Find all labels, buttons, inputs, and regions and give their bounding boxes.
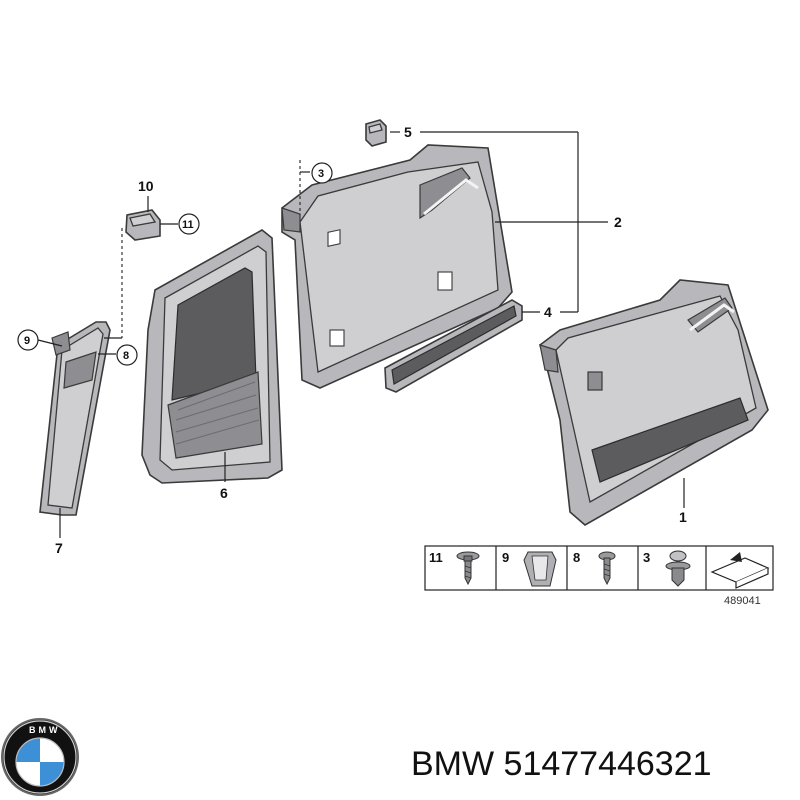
callout-8: 8	[123, 350, 129, 362]
fastener-legend: 11 9 8 3	[424, 545, 774, 607]
bmw-logo-icon: BMW	[1, 718, 79, 796]
callout-9-circle	[17, 329, 39, 351]
diagram-code: 489041	[724, 595, 761, 607]
callout-labels: 5 2 4 6 1 7 10 3 11 9 8	[17, 124, 687, 556]
callout-1: 1	[679, 509, 687, 525]
screw-icon	[598, 551, 616, 586]
leader-lines	[37, 131, 685, 538]
legend-cell-8-num: 8	[573, 550, 580, 565]
part-7-pillar-trim	[39, 321, 111, 516]
screw-washer-icon	[456, 551, 480, 586]
part-10-bracket	[125, 209, 161, 241]
legend-cell-11-num: 11	[429, 550, 443, 565]
panel-corner-icon	[710, 552, 770, 589]
part-5-clip	[365, 119, 387, 147]
callout-11-circle	[178, 213, 200, 235]
callout-3-circle	[311, 162, 333, 184]
clip-nut-icon	[523, 551, 557, 587]
callout-11: 11	[182, 219, 194, 231]
part-6-side-trim-frame	[141, 229, 283, 484]
callout-9: 9	[24, 335, 30, 347]
callout-2: 2	[614, 214, 622, 230]
legend-cell-9-num: 9	[502, 550, 509, 565]
callout-3: 3	[318, 168, 324, 180]
part-number-label: BMW 51477446321	[411, 745, 712, 783]
part-1-luggage-trim	[539, 279, 769, 526]
callout-4: 4	[544, 304, 552, 320]
bmw-logo-lettering: BMW	[29, 725, 61, 735]
part-4-strip	[384, 299, 523, 393]
push-rivet-icon	[665, 550, 691, 587]
callout-7: 7	[55, 540, 63, 556]
part-2-side-panel	[281, 144, 513, 389]
callout-6: 6	[220, 485, 228, 501]
callout-5: 5	[404, 124, 412, 140]
callout-8-circle	[116, 344, 138, 366]
callout-10: 10	[138, 178, 154, 194]
legend-cell-3-num: 3	[643, 550, 650, 565]
